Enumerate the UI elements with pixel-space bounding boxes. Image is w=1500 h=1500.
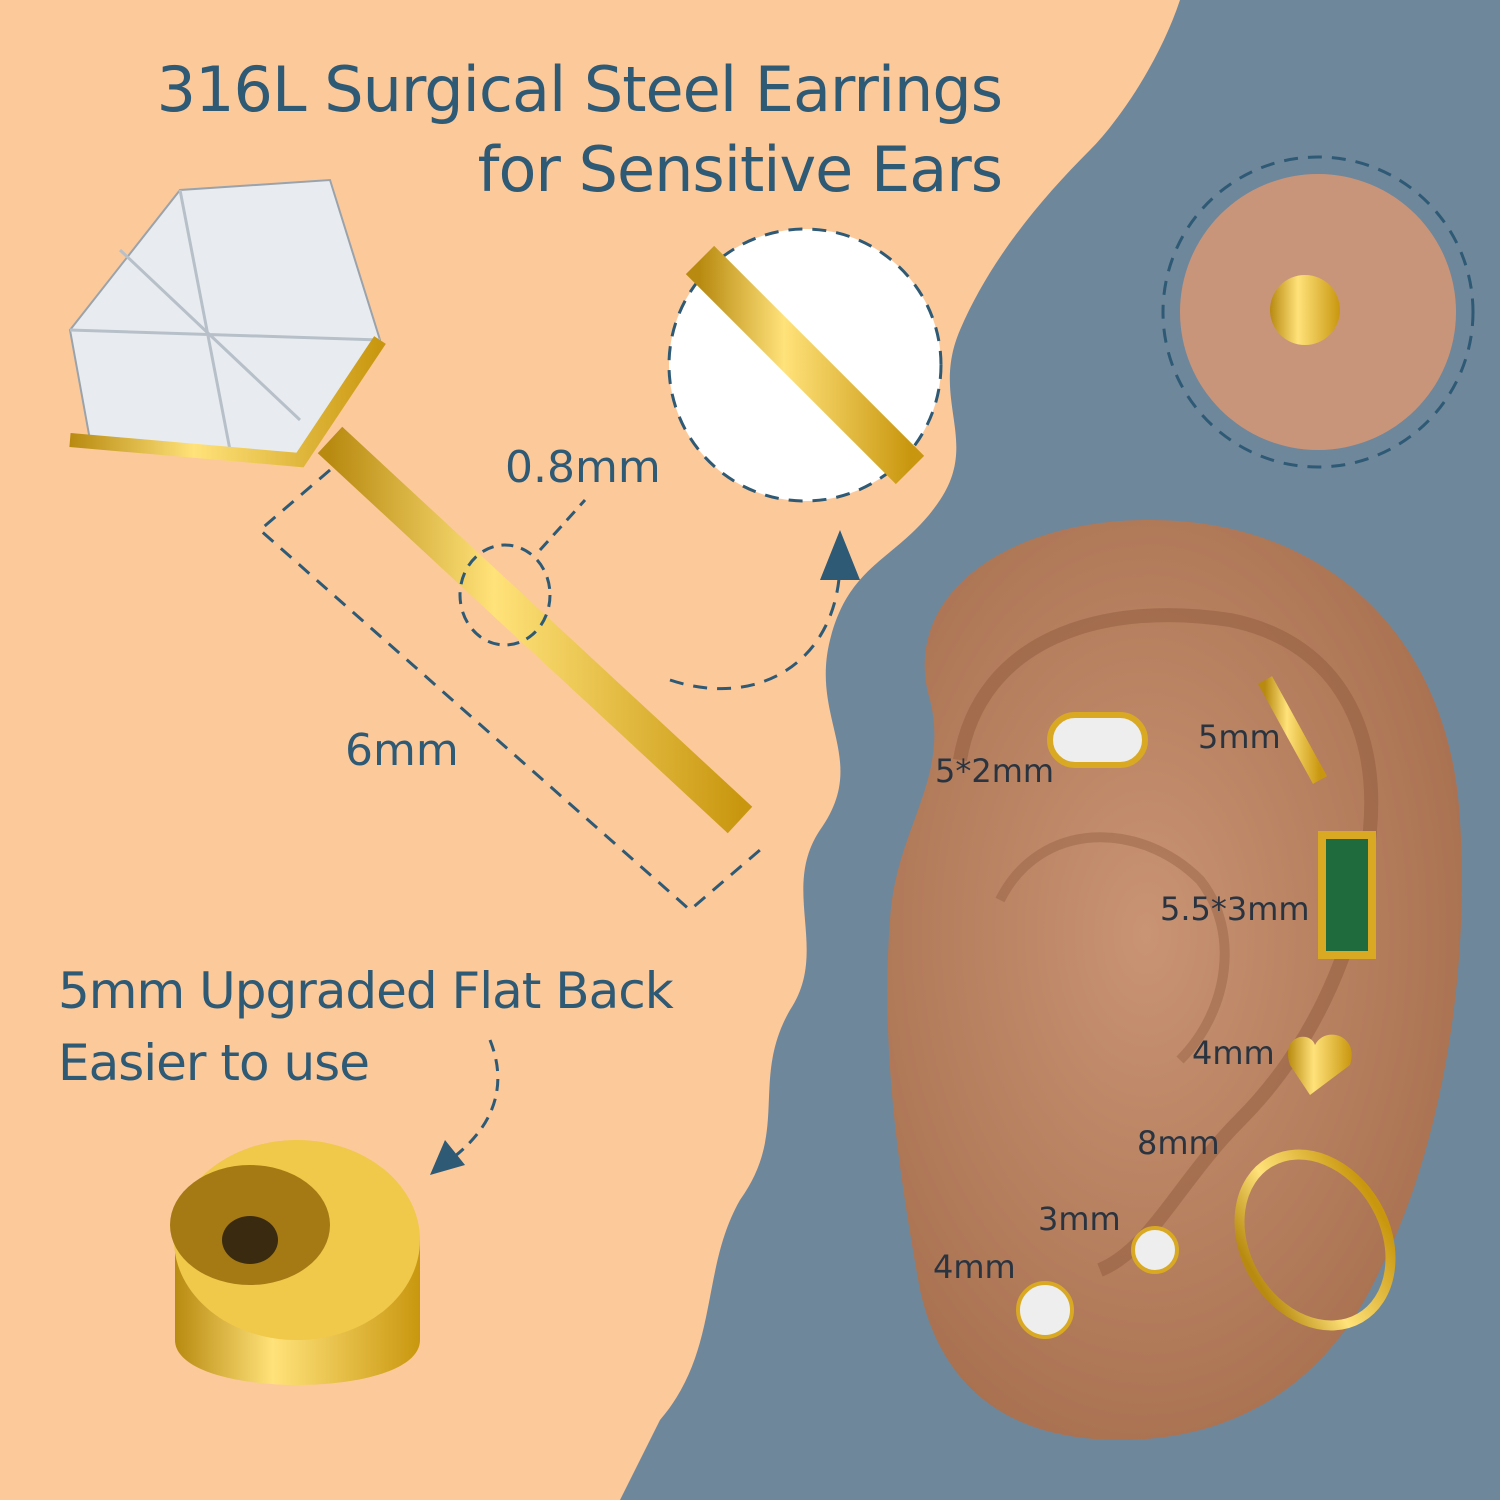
bar-stud [1257,676,1328,784]
diameter-label: 0.8mm [505,442,661,493]
heart-stud [1287,1034,1352,1095]
ear-label: 4mm [933,1248,1016,1286]
headline-line2: for Sensitive Ears [477,133,1003,206]
emerald-stud [1318,831,1376,959]
flat-back-disc [170,1140,420,1385]
hoop [1234,1149,1396,1331]
ear-label: 3mm [1038,1200,1121,1238]
flat-back-line1: 5mm Upgraded Flat Back [58,962,674,1020]
4mm-stud [1016,1281,1074,1339]
3mm-stud [1131,1226,1179,1274]
marquise-stud [1047,712,1148,768]
flat-back-line2: Easier to use [58,1034,370,1092]
ear-label: 5mm [1198,718,1281,756]
ear-label: 5.5*3mm [1160,890,1310,928]
headline-line1: 316L Surgical Steel Earrings [156,53,1003,126]
stud-earring [68,178,753,834]
ear-label: 4mm [1192,1034,1275,1072]
ear-label: 5*2mm [935,752,1055,790]
ear-label: 8mm [1137,1124,1220,1162]
ear-model [887,520,1462,1440]
length-label: 6mm [345,725,459,776]
ear-closeup [1161,155,1475,469]
